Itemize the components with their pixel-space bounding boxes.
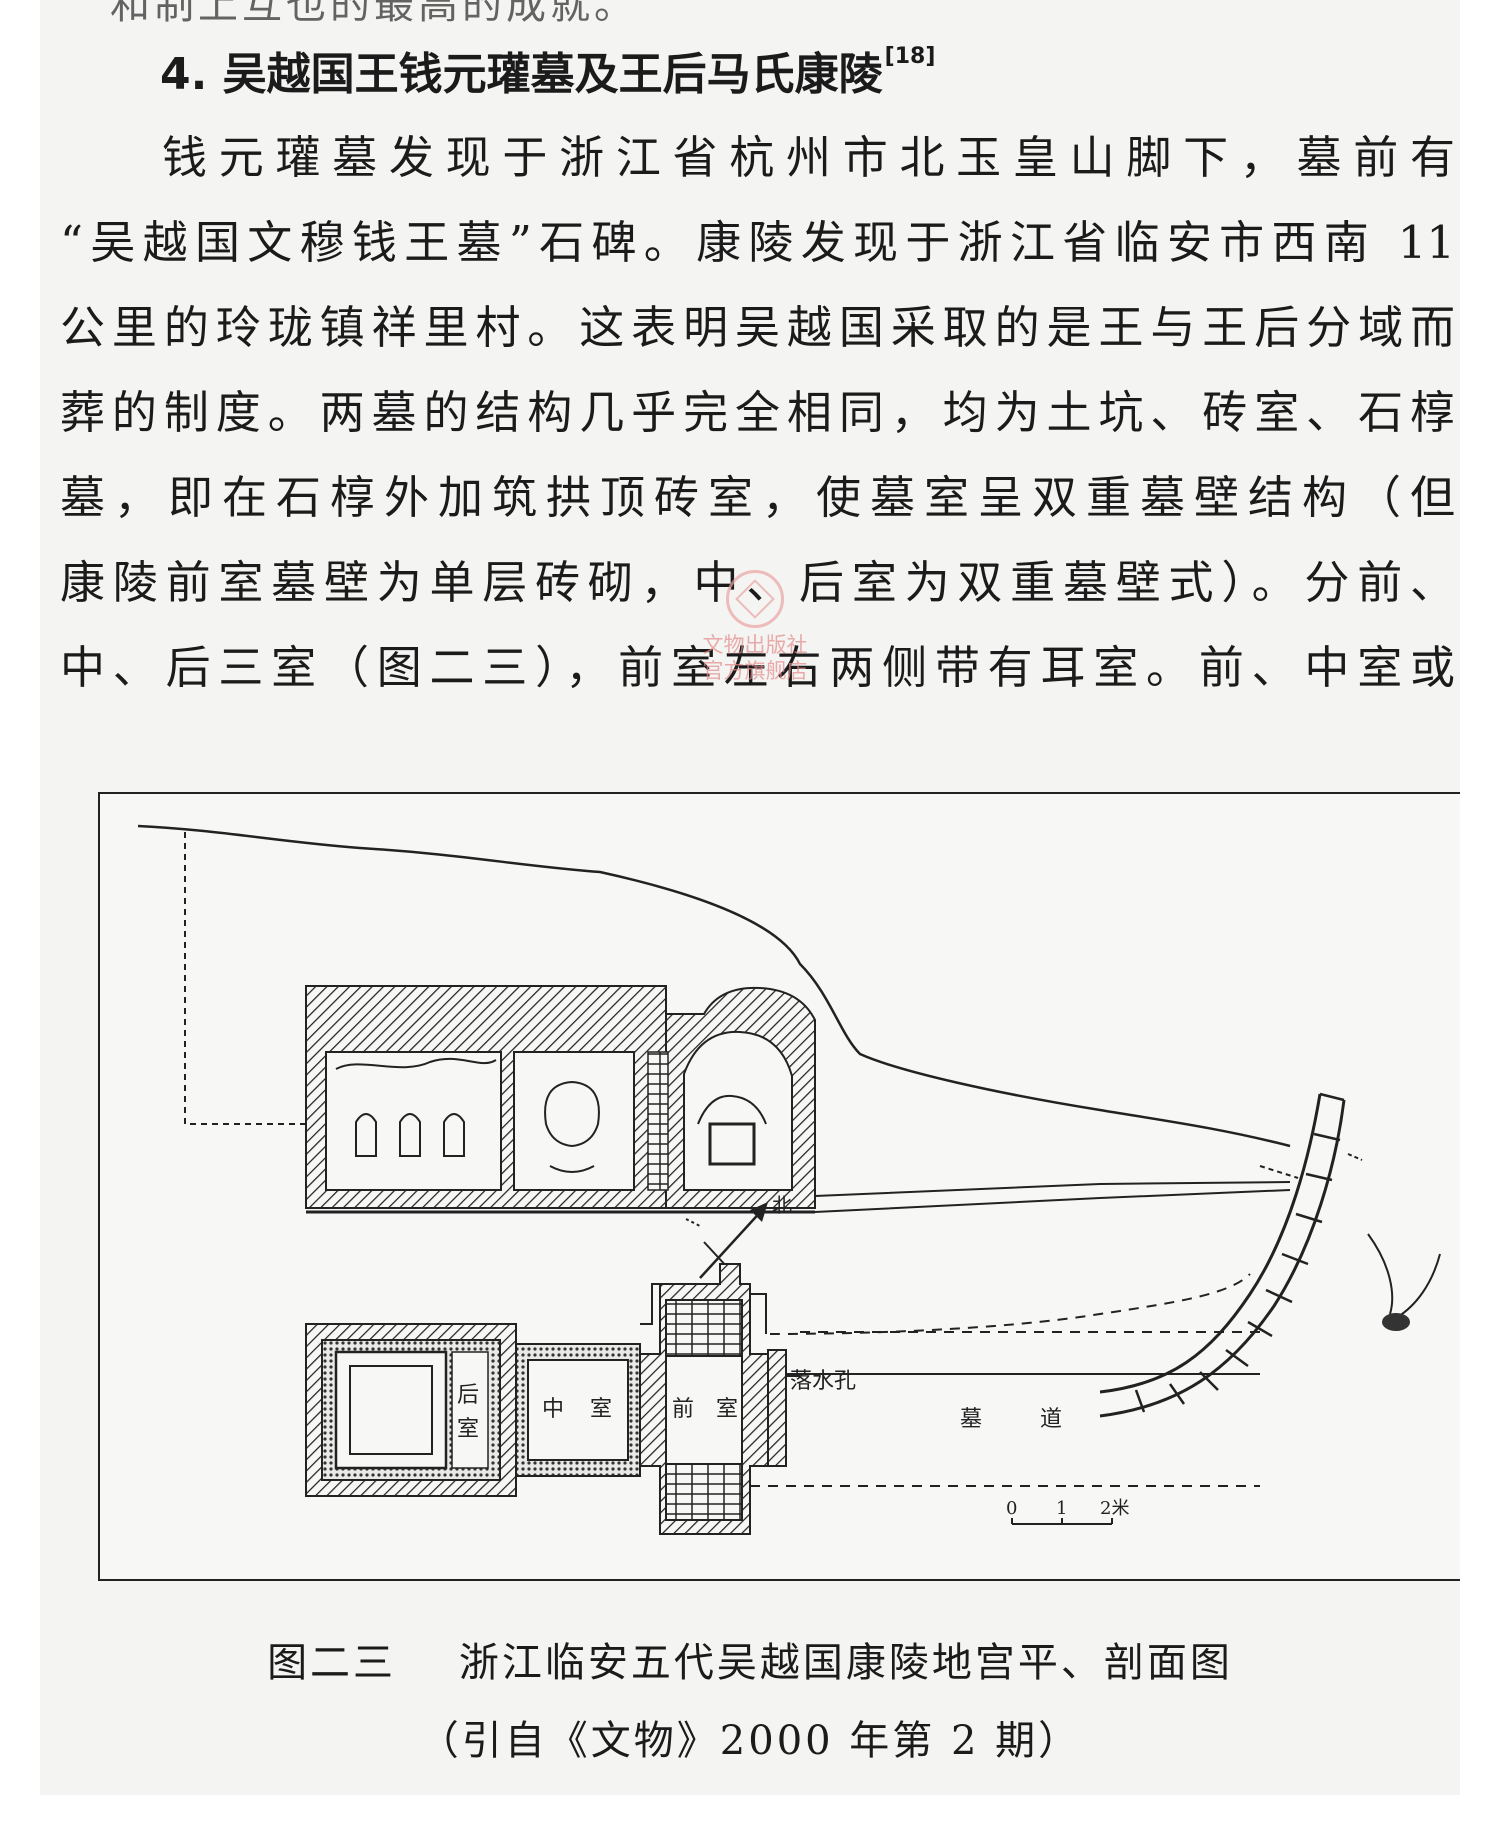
passage-label-1: 墓 — [960, 1407, 982, 1432]
front-chamber-label-1: 前 — [672, 1397, 694, 1422]
rear-chamber-label-1: 后 — [457, 1383, 479, 1408]
scale-label-2: 2米 — [1100, 1498, 1129, 1519]
hill-surface-line — [137, 824, 1291, 1148]
slope-inner — [1099, 1099, 1346, 1418]
passage-end-mark — [1259, 1165, 1299, 1179]
slope-dash — [1347, 1153, 1363, 1161]
middle-chamber-section — [513, 1051, 635, 1191]
rope-strands — [1367, 1233, 1441, 1319]
figure-caption: 图二三 浙江临安五代吴越国康陵地宫平、剖面图 — [267, 1640, 1233, 1686]
rear-chamber-section — [325, 1051, 502, 1191]
watermark-line-2: 官方旗舰店 — [702, 659, 808, 683]
north-label: 北 — [772, 1193, 792, 1217]
north-arrow-head — [750, 1202, 768, 1222]
bottom-margin — [0, 1795, 1500, 1845]
front-chamber-label-2: 室 — [716, 1397, 738, 1422]
niche-2 — [399, 1113, 421, 1157]
niche-3 — [443, 1113, 465, 1157]
slope-segments — [1134, 1092, 1345, 1413]
slope-outer — [1099, 1093, 1322, 1394]
front-chamber-door — [708, 1122, 756, 1166]
middle-chamber-label-1: 中 — [542, 1397, 564, 1422]
paragraph-line-7: 中、后三室（图二三），前室左右两侧带有耳室。前、中室或 — [60, 641, 1455, 694]
passage-floor-section — [814, 1181, 1291, 1197]
figure-source: （引自《文物》2000 年第 2 期） — [418, 1718, 1082, 1764]
passage-label-2: 道 — [1040, 1407, 1062, 1432]
paragraph-line-4: 葬的制度。两墓的结构几乎完全相同，均为土坑、砖室、石椁 — [60, 386, 1455, 439]
north-arrow: 北 — [685, 1193, 792, 1279]
plan-door-block — [767, 1349, 787, 1467]
plan-rear-label-area — [451, 1351, 489, 1469]
section-heading: 4. 吴越国王钱元瓘墓及王后马氏康陵[18] — [160, 38, 935, 102]
plan-front-bottom-bricks — [665, 1463, 743, 1521]
slope-passage — [1099, 1092, 1441, 1418]
section-view — [137, 824, 1299, 1214]
ceiling-mural — [335, 1057, 497, 1070]
plan-front-inner — [665, 1355, 743, 1465]
plan-ear-right — [750, 1293, 767, 1334]
reference-marker: [18] — [884, 44, 936, 69]
north-arrow-tick — [685, 1218, 701, 1227]
seal-icon — [726, 570, 784, 628]
tomb-drawing: 北 后 室 中 室 — [137, 824, 1441, 1535]
section-number: 4. — [160, 49, 208, 100]
rear-chamber-label-2: 室 — [457, 1417, 479, 1442]
middle-chamber-vessel — [544, 1080, 600, 1148]
north-arrow-shaft — [699, 1207, 765, 1279]
plan-middle-inner — [527, 1359, 629, 1461]
shaft-dashed-outline — [184, 832, 315, 1125]
front-chamber-arch — [683, 1030, 793, 1191]
drain-hole-label: 落水孔 — [790, 1369, 856, 1394]
rope-knot — [1382, 1313, 1410, 1331]
plan-ear-left — [640, 1283, 660, 1325]
paragraph-line-2: “吴越国文穆钱王墓”石碑。康陵发现于浙江省临安市西南 11 — [60, 216, 1455, 269]
paragraph-line-3: 公里的玲珑镇祥里村。这表明吴越国采取的是王与王后分域而 — [60, 301, 1455, 354]
middle-chamber-label-2: 室 — [590, 1397, 612, 1422]
vessel-base — [549, 1165, 595, 1173]
paragraph-line-1: 钱元瓘墓发现于浙江省杭州市北玉皇山脚下，墓前有 — [162, 131, 1455, 184]
plan-view: 后 室 中 室 前 室 落水孔 墓 — [305, 1263, 1260, 1535]
tomb-plan-section-figure: 北 后 室 中 室 — [98, 792, 1460, 1581]
publisher-watermark: 文物出版社 官方旗舰店 — [680, 570, 830, 684]
plan-front-top-bricks — [665, 1299, 743, 1357]
plan-coffin-inner — [349, 1365, 433, 1455]
plan-passage-curve — [769, 1273, 1251, 1335]
paragraph-line-5: 墓，即在石椁外加筑拱顶砖室，使墓室呈双重墓壁结构（但 — [60, 471, 1455, 524]
previous-line-fragment: 和制上互也的最高的成就。 — [110, 0, 638, 28]
niche-1 — [355, 1113, 377, 1157]
scale-bar: 0 1 2米 — [1006, 1498, 1129, 1525]
book-page: 和制上互也的最高的成就。 4. 吴越国王钱元瓘墓及王后马氏康陵[18] 钱元瓘墓… — [40, 0, 1460, 1795]
section-title: 吴越国王钱元瓘墓及王后马氏康陵 — [222, 49, 883, 100]
scale-label-1: 1 — [1056, 1498, 1067, 1519]
scale-label-0: 0 — [1006, 1498, 1017, 1519]
door-arch — [697, 1094, 767, 1125]
passage-floor-section-2 — [814, 1189, 1291, 1213]
partition-wall — [647, 1051, 669, 1191]
watermark-line-1: 文物出版社 — [702, 633, 808, 657]
